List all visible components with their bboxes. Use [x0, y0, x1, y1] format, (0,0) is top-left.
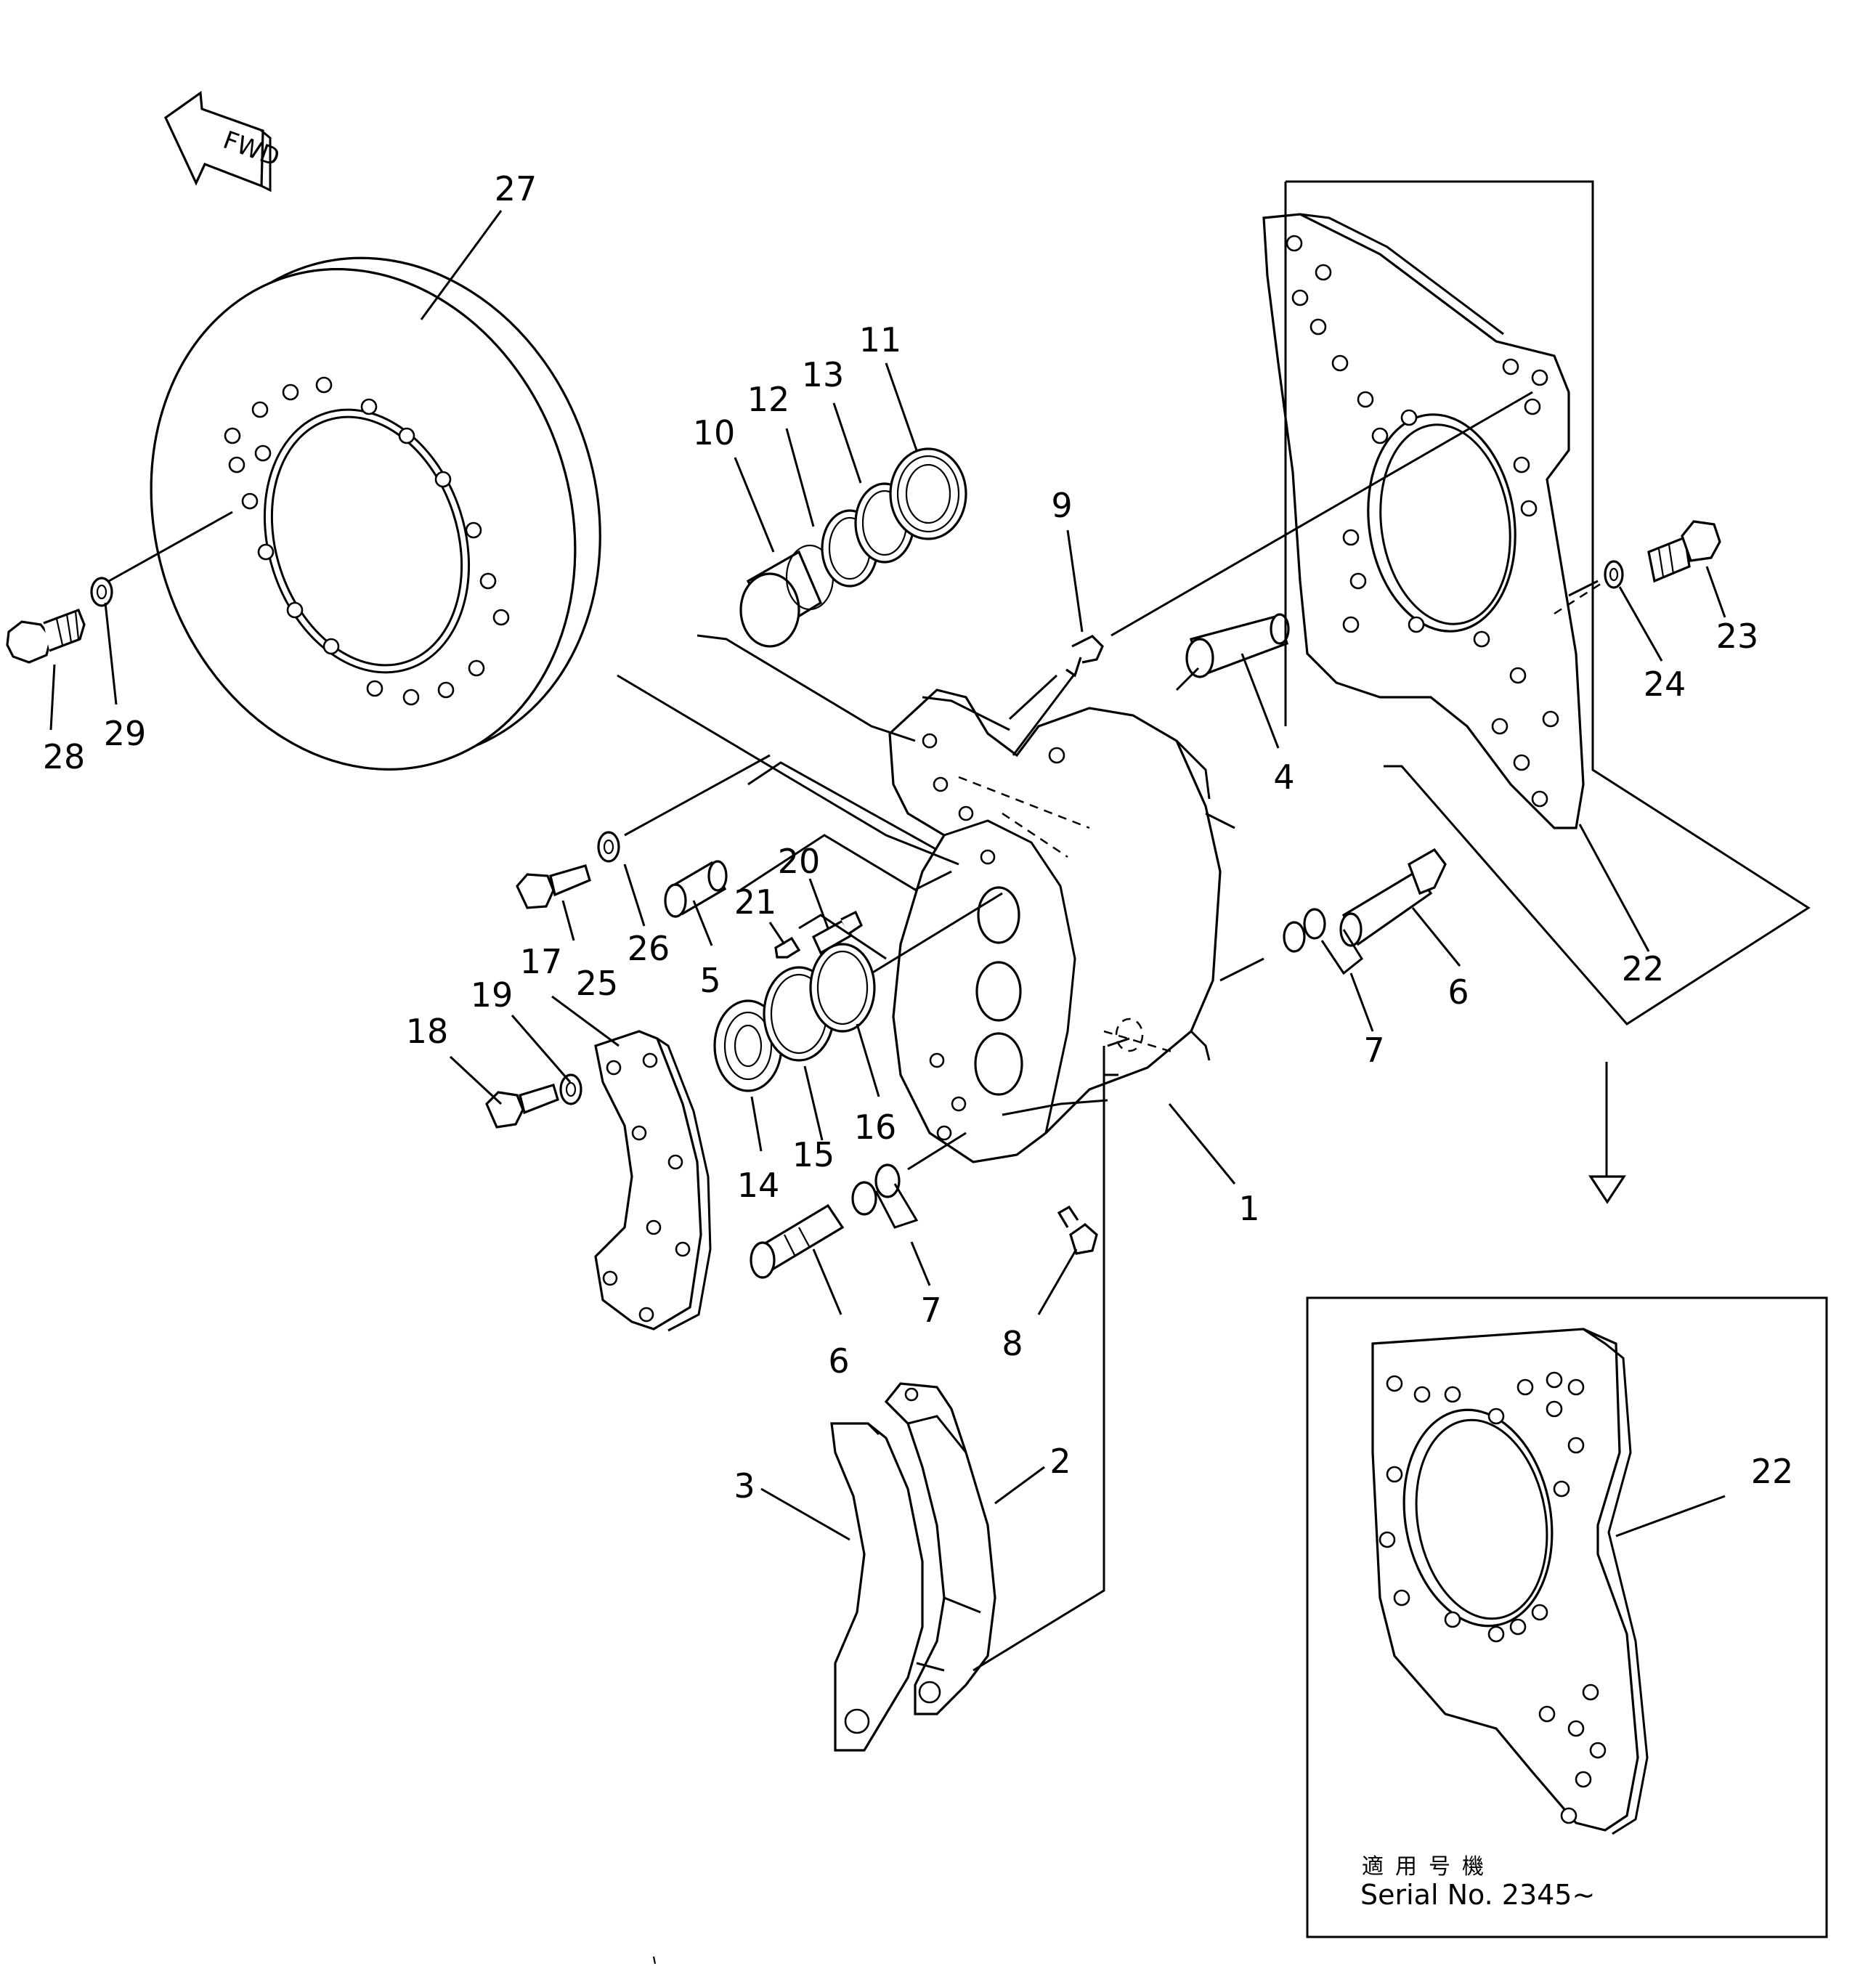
down-arrow-to-inset	[1588, 1062, 1626, 1204]
callout-7-left: 7	[920, 1291, 941, 1330]
callout-14: 14	[737, 1166, 780, 1205]
callout-22-inset: 22	[1751, 1452, 1794, 1491]
leader-lines	[49, 210, 1726, 1541]
callout-28: 28	[43, 737, 86, 776]
dust-boot-part-11	[889, 447, 967, 540]
callout-7-right: 7	[1363, 1031, 1384, 1070]
washer-part-29	[90, 577, 113, 607]
washer-part-24	[1604, 560, 1624, 589]
inset-frame	[1306, 1296, 1828, 1938]
o-rings-part-7-left	[851, 1163, 901, 1216]
callout-3: 3	[734, 1466, 755, 1506]
bolt-part-23	[1647, 520, 1721, 583]
callout-25: 25	[576, 964, 619, 1003]
serial-note: 適用号機 Serial No. 2345∼	[1360, 1854, 1595, 1911]
bleeder-part-8	[1057, 1205, 1098, 1255]
callout-17: 17	[520, 942, 563, 981]
callout-12: 12	[747, 380, 790, 419]
brake-pad-part-2	[884, 1382, 996, 1715]
callout-13: 13	[802, 355, 845, 394]
callout-20: 20	[778, 842, 821, 881]
bolt-part-18	[485, 1084, 559, 1129]
scan-mark	[652, 1956, 657, 1965]
callout-6-left: 6	[828, 1341, 849, 1381]
pin-part-5	[664, 860, 728, 918]
seal-part-16	[809, 943, 876, 1033]
forward-direction-arrow: FWD	[163, 91, 283, 192]
callout-21: 21	[734, 882, 777, 922]
mounting-bracket-part-22-upper	[1262, 213, 1585, 829]
cap-part-21	[774, 936, 801, 959]
callout-5: 5	[699, 961, 720, 1000]
callout-9: 9	[1051, 486, 1072, 525]
brake-pad-part-3	[830, 1422, 924, 1752]
serial-number-range: Serial No. 2345∼	[1360, 1879, 1595, 1911]
mounting-bracket-part-22-inset	[1371, 1328, 1649, 1835]
callout-8: 8	[1002, 1324, 1023, 1363]
o-rings-part-7-right	[1283, 908, 1326, 953]
anchor-plate-part-17	[594, 1030, 712, 1332]
bolt-part-28	[6, 608, 86, 664]
guide-pin-part-6-left	[750, 1203, 845, 1279]
callout-27: 27	[495, 169, 537, 208]
callout-6-right: 6	[1447, 972, 1469, 1012]
callout-1: 1	[1238, 1189, 1259, 1228]
disc-bolt-holes	[224, 376, 510, 706]
inset-bolt-holes	[1378, 1371, 1607, 1824]
brake-disc-part-27	[150, 256, 601, 771]
washer-part-19	[559, 1073, 582, 1105]
callout-15: 15	[792, 1135, 835, 1174]
callout-18: 18	[406, 1012, 449, 1051]
callout-24: 24	[1644, 665, 1686, 704]
piston-part-10	[739, 544, 835, 648]
callout-22-upper: 22	[1622, 949, 1665, 988]
pin-part-4	[1185, 613, 1290, 678]
callout-26: 26	[628, 929, 670, 968]
assembly-lines	[108, 180, 1811, 1672]
applicable-serial-label: 適用号機	[1362, 1854, 1495, 1880]
callout-10: 10	[693, 413, 736, 452]
callout-23: 23	[1716, 617, 1759, 656]
callout-labels: 27 11 13 12 10 9 28 29 23 24 4 20 21 26 …	[43, 169, 1794, 1506]
callout-19: 19	[471, 975, 513, 1015]
callout-11: 11	[859, 320, 902, 360]
callout-16: 16	[854, 1108, 897, 1147]
caliper-body-part-1	[888, 688, 1222, 1163]
bleeder-screw-part-9	[1065, 635, 1104, 678]
guide-pin-part-6-right	[1339, 848, 1447, 947]
callout-29: 29	[104, 714, 147, 753]
bracket-bolt-holes	[1286, 235, 1559, 808]
callout-2: 2	[1049, 1442, 1071, 1481]
washer-part-26	[597, 831, 620, 863]
callout-4: 4	[1273, 757, 1294, 797]
bolt-part-25	[516, 864, 591, 909]
